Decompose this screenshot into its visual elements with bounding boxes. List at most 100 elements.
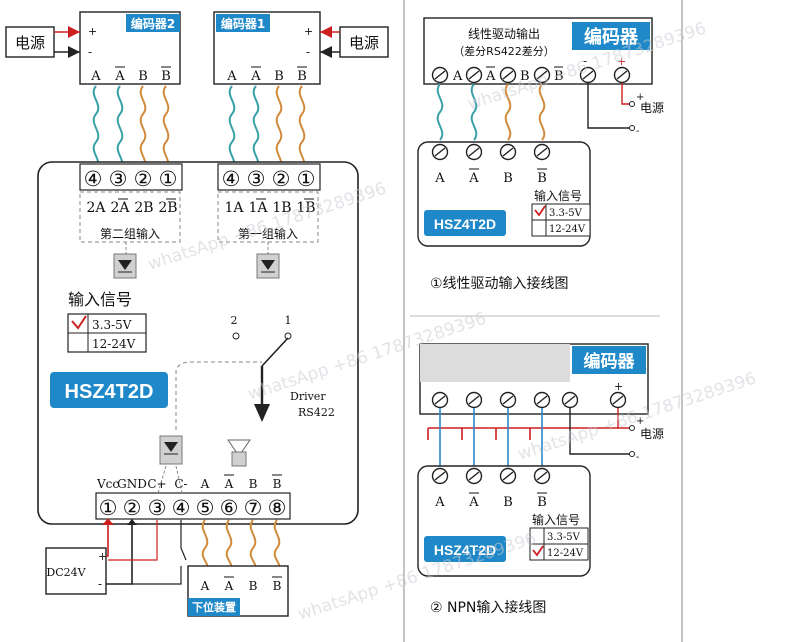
rt-brand: HSZ4T2D [434,216,496,232]
enc2-pin-a: A [90,69,101,84]
rb-brand-tag [424,536,506,562]
dc24v-box [45,547,107,595]
group1-term-3[interactable]: ③ [247,167,266,191]
power-label-right: 电源 [349,34,379,52]
group2-label-2a-bar: 2A [110,200,130,216]
rt-wire-minus [587,83,630,129]
enc2-pin-b-bar: B [161,69,171,84]
rt-power-label: 电源 [640,101,664,115]
rb-encoder-label: 编码器 [584,351,636,372]
rt-brand-tag [424,210,506,236]
switch-lever[interactable] [261,337,289,367]
bottom-term-1[interactable]: ① [99,496,118,520]
check-icon [71,315,87,330]
rt-caption: ①线性驱动输入接线图 [430,275,569,292]
rb-option-3v[interactable]: 3.3-5V [547,532,581,543]
cables-left [92,85,306,171]
group1-term-2[interactable]: ② [272,167,291,191]
bottom-term-5[interactable]: ⑤ [196,496,215,520]
input-option-12v[interactable]: 12-24V [92,337,136,351]
rb-gray-panel [420,344,570,382]
bottom-term-3[interactable]: ③ [148,496,167,520]
optocoupler-2-icon [113,242,137,279]
group2-term-2[interactable]: ② [134,167,153,191]
group2-title: 第二组输入 [100,226,160,241]
switch-pos2-dot [232,332,240,340]
rb-caption: ② NPN输入接线图 [430,599,546,616]
encoder1-label: 编码器1 [220,16,265,31]
rb-option-12v[interactable]: 12-24V [547,548,584,559]
rt-encoder-tag [572,22,650,50]
rt-enc-minus: - [583,54,587,68]
rt-output-line1: 线性驱动输出 [468,26,540,41]
lower-pin-b-bar: B [273,579,282,593]
enc1-pin-b: B [274,69,284,84]
rt-dev-pin-a-bar: A [468,171,479,186]
bottom-term-4[interactable]: ④ [172,496,191,520]
rt-dev-pin-a: A [434,171,445,186]
bottom-terminal-block [95,492,291,520]
enc1-pin-a: A [226,69,237,84]
rt-wire-plus [621,83,630,105]
bottom-term-2[interactable]: ② [123,496,142,520]
dc24v-minus: - [98,577,102,591]
rb-input-signal-title: 输入信号 [532,512,580,527]
group2-terminal-block [79,163,183,191]
lower-pin-a-bar: A [224,579,234,593]
input-signal-title: 输入信号 [68,290,132,309]
dc24v-plus: + [98,550,107,563]
input-option-3v[interactable]: 3.3-5V [92,318,132,332]
encoder2-tag [126,14,180,32]
rt-option-3v[interactable]: 3.3-5V [549,208,583,219]
group2-dashed-frame [79,191,181,243]
optocoupler-1-icon [256,242,280,279]
bottom-label-gnd: GND [117,477,147,491]
switch-arrow-icon [254,404,270,422]
enc1-pin-b-bar: B [297,69,307,84]
enc2-pin-b: B [138,69,148,84]
bottom-term-7[interactable]: ⑦ [244,496,263,520]
bottom-label-a-bar: A [224,477,234,491]
group1-terminal-block [217,163,321,191]
group2-term-4[interactable]: ④ [84,167,103,191]
arrow-plus-icon [68,26,80,38]
rt-cables [436,83,546,141]
power-box-left [5,26,55,58]
enc1-minus: - [306,45,310,59]
group2-label-2b: 2B [134,200,153,216]
bottom-term-8[interactable]: ⑧ [268,496,287,520]
rb-wire-minus [569,408,630,455]
wire-vcc [106,520,109,557]
bottom-label-b-bar: B [273,477,282,491]
rb-dev-pin-a: A [434,495,445,510]
group1-label-1a-bar: 1A [248,200,268,216]
lower-pin-b: B [249,579,258,593]
rb-dev-pin-b: B [503,495,513,510]
rt-input-signal-title: 输入信号 [534,188,582,203]
optocoupler-out-icon [159,435,183,465]
arrow-minus-r-icon [320,46,332,58]
rb-power-label: 电源 [640,427,664,441]
driver-ic-icon [227,439,251,467]
group2-term-1[interactable]: ① [159,167,178,191]
rt-enc-pin-a: A [452,69,463,84]
rt-option-12v[interactable]: 12-24V [549,224,586,235]
rb-check-icon [532,545,544,557]
brand-tag [50,372,168,408]
group1-term-4[interactable]: ④ [222,167,241,191]
switch-label-line2: RS422 [298,406,335,419]
rt-power-minus: - [636,126,639,137]
group1-title: 第一组输入 [238,226,298,241]
rt-dev-pin-b-bar: B [537,171,547,186]
rt-power-plus: + [636,92,644,103]
wire-gnd [106,520,133,585]
group1-label-1a: 1A [224,200,244,216]
group2-label-2b-bar: 2B [158,200,177,216]
bottom-term-6[interactable]: ⑥ [220,496,239,520]
enc2-minus: - [88,45,92,59]
group2-term-3[interactable]: ③ [109,167,128,191]
rb-brand: HSZ4T2D [434,542,496,558]
enc1-pin-a-bar: A [250,69,261,84]
group1-term-1[interactable]: ① [297,167,316,191]
